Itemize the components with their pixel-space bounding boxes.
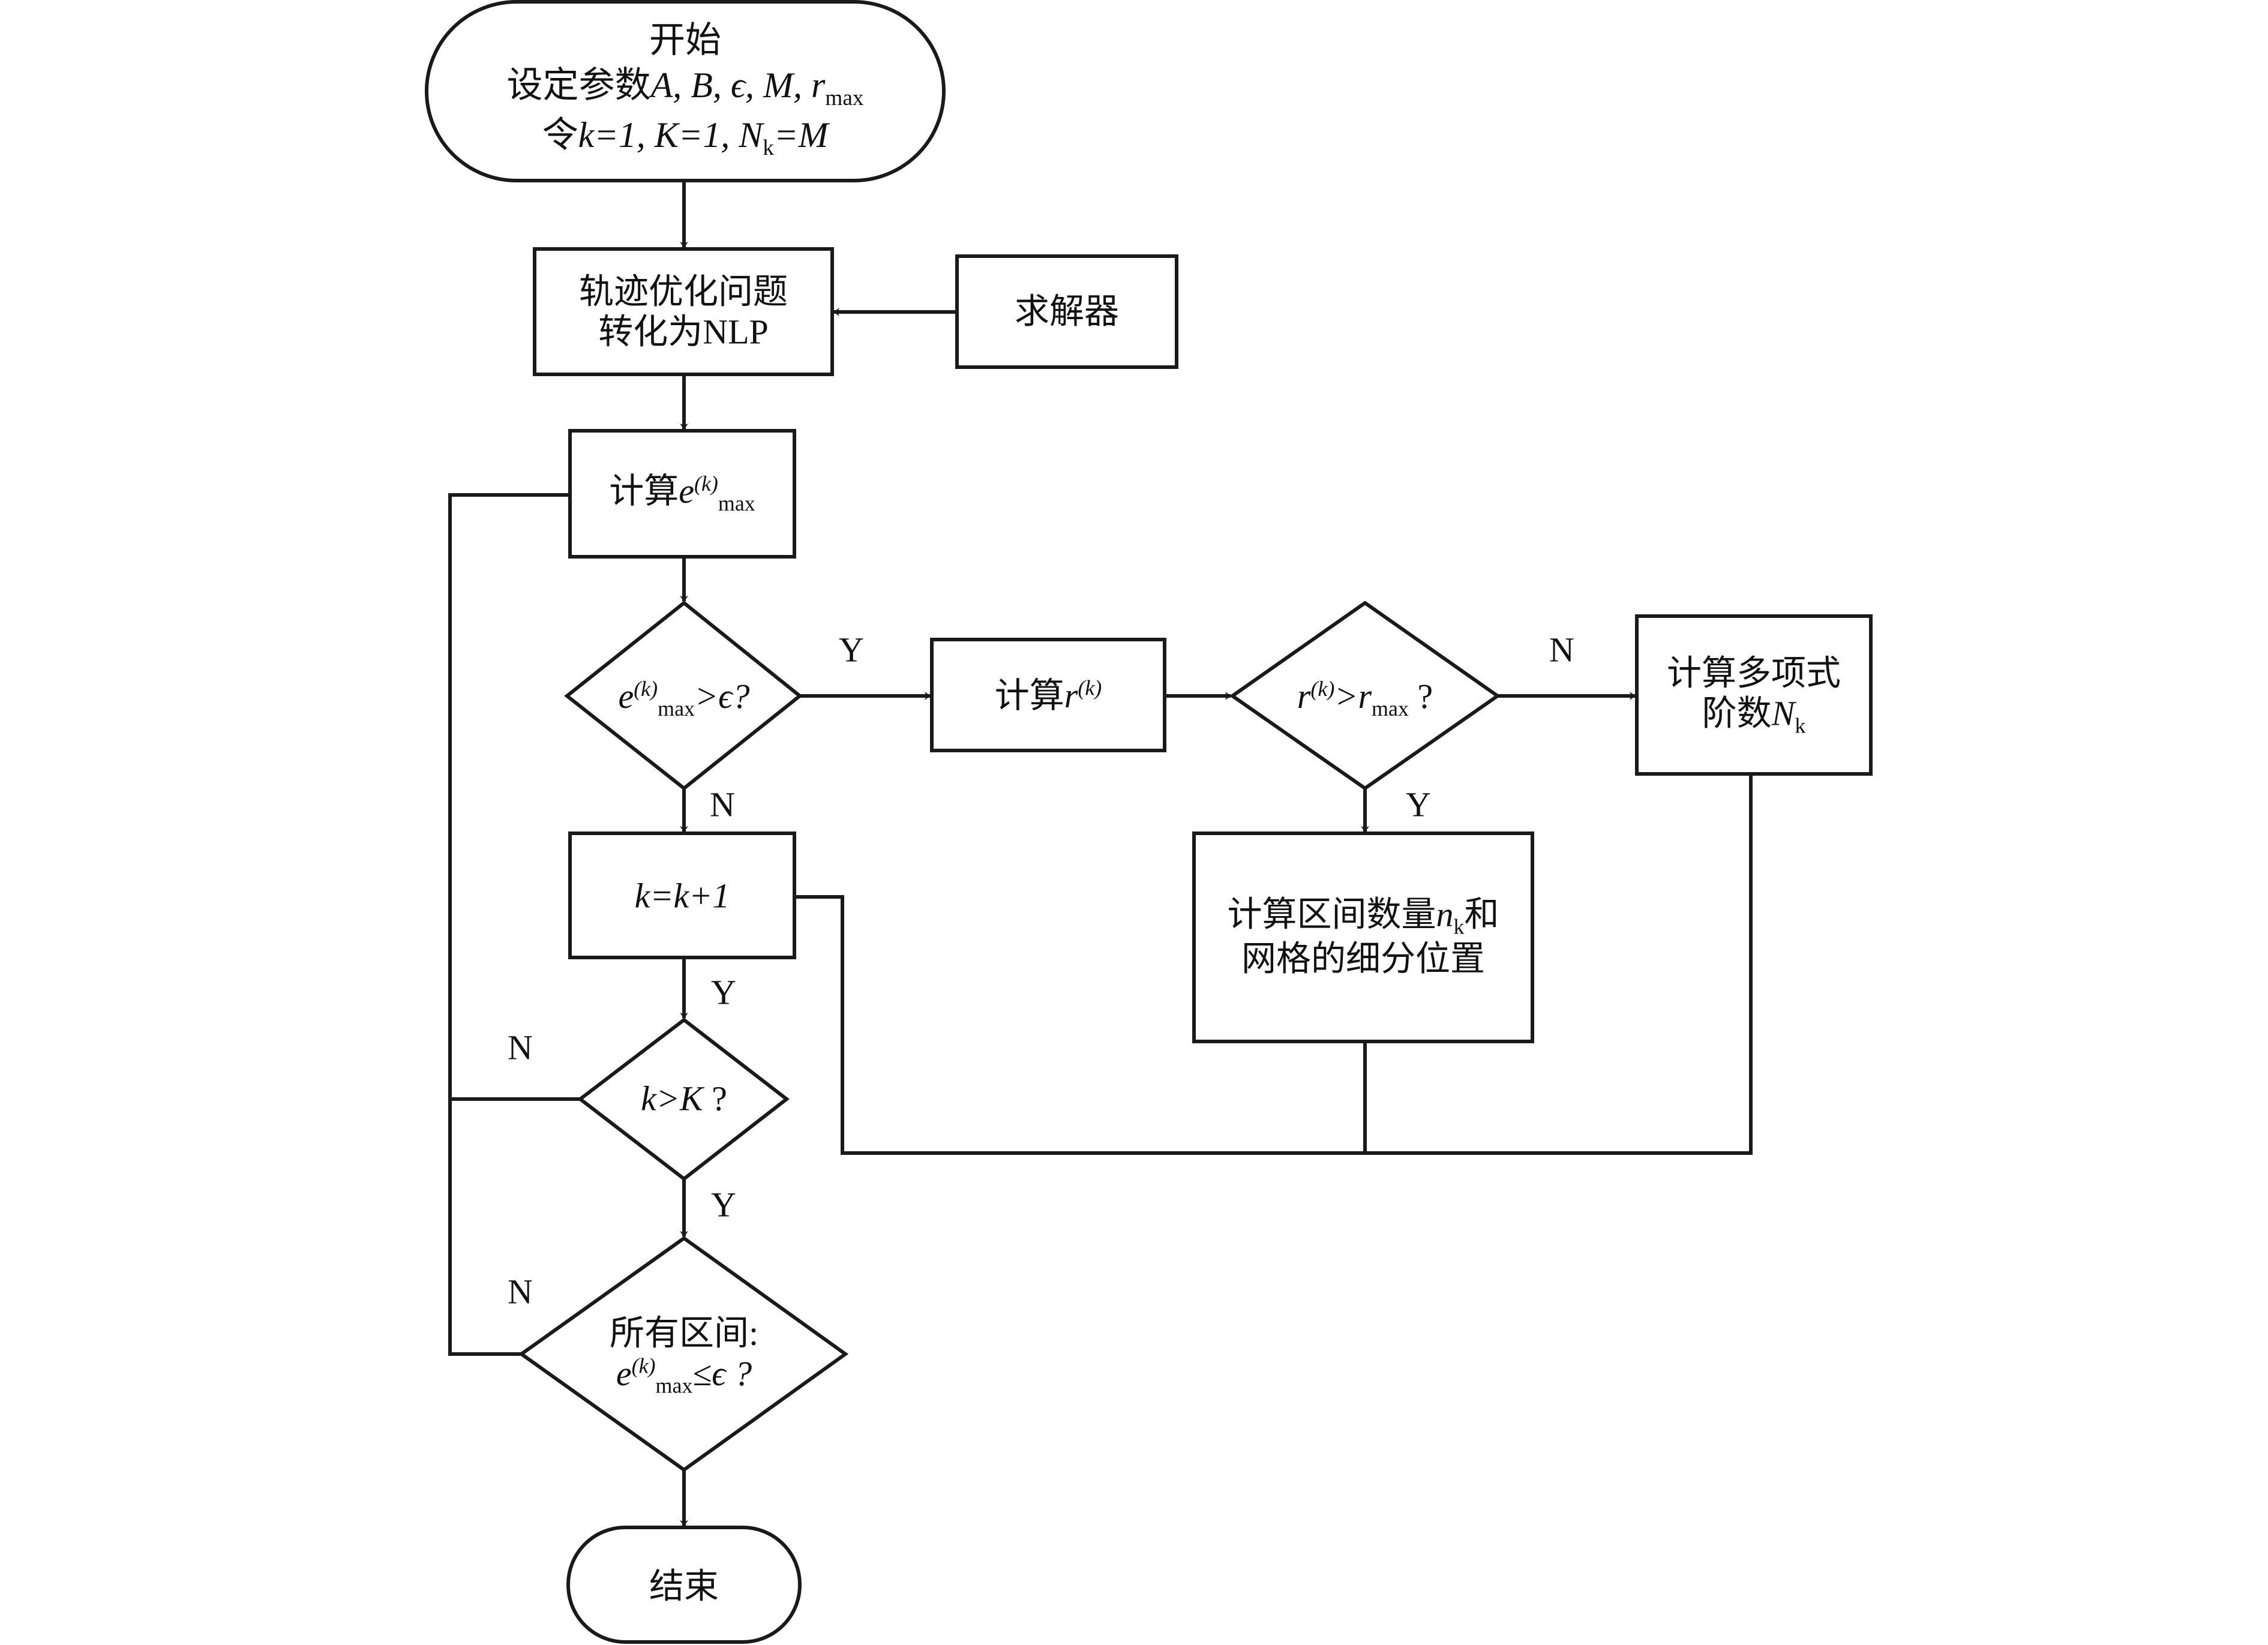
check-r-tail: ? [1408,677,1433,716]
subdivide-sub: k [1453,914,1465,939]
check-e-no-label: N [710,785,735,824]
nlp-line2: 转化为NLP [598,312,769,351]
check-r-label: r(k)>rmax ? [1297,677,1433,721]
check-all-tail: ≤ϵ ? [692,1353,752,1393]
check-r-sup: (k) [1310,676,1335,701]
check-k-tail: ? [703,1079,727,1118]
loop-right [794,774,1753,1155]
subdivide-box [1192,831,1534,1043]
subdivide-text: 计算区间数量 [1227,894,1436,934]
compute-e-box [568,429,796,559]
check-all-var: e [616,1353,632,1393]
check-e-sub: max [658,696,695,721]
subdivide-var: n [1436,894,1454,934]
init-tail: =M [773,115,829,155]
end-label: 结束 [649,1566,719,1606]
start-label: 开始 设定参数A, B, ϵ, M, rmax 令k=1, K=1, Nk=M [507,18,864,162]
compute-r-sup: (k) [1078,676,1102,700]
nlp-box [533,247,834,376]
check-r-var: r [1297,677,1311,716]
init-text: 令 [542,115,578,155]
check-e-label: e(k)max>ϵ? [618,677,749,721]
compute-e-label: 计算e(k)max [609,472,755,516]
subdivide-label: 计算区间数量nk和 网格的细分位置 [1227,895,1499,980]
subdivide-tail: 和 [1464,894,1499,934]
check-all-label: 所有区间: e(k)max≤ϵ ? [610,1314,758,1398]
poly-var: N [1771,694,1795,733]
poly-label: 计算多项式 阶数Nk [1667,654,1841,739]
solver-label: 求解器 [1014,292,1120,331]
compute-r-var: r [1064,676,1078,715]
subdivide-line1: 计算区间数量nk和 [1227,895,1499,939]
check-k-expr: k>K [641,1079,703,1118]
increment-yes-label: Y [711,972,736,1012]
check-k-yes-label: Y [711,1185,736,1224]
check-e-var: e [618,677,634,716]
compute-r-label: 计算r(k) [995,676,1102,716]
check-all-line2: e(k)max≤ϵ ? [610,1353,758,1398]
init-sub: k [763,135,774,160]
solver-box [955,254,1178,369]
check-e-tail: >ϵ? [695,677,750,716]
poly-text: 阶数 [1702,694,1772,733]
check-all-no-label: N [508,1272,533,1311]
poly-line2: 阶数Nk [1667,694,1841,738]
start-params: 设定参数A, B, ϵ, M, rmax [507,63,864,113]
check-k-no-label: N [508,1028,533,1067]
check-r-sub: max [1372,696,1409,721]
poly-sub: k [1795,713,1806,737]
compute-e-sup: (k) [694,471,718,496]
poly-line1: 计算多项式 [1666,653,1841,693]
params-vars: A, B, ϵ, M, r [650,65,826,105]
check-all-line1: 所有区间: [609,1313,759,1353]
loop-left [448,493,570,1356]
nlp-line1: 轨迹优化问题 [578,272,788,311]
subdivide-line2: 网格的细分位置 [1241,939,1486,978]
end-terminal [566,1526,802,1644]
compute-r-text: 计算 [994,676,1064,715]
params-text: 设定参数 [506,65,651,105]
compute-e-text: 计算 [609,472,679,511]
check-e-yes-label: Y [839,630,864,670]
nlp-label: 轨迹优化问题 转化为NLP [579,272,788,352]
init-expr: k=1, K=1, N [578,115,763,155]
poly-box [1635,614,1873,776]
start-title: 开始 [649,20,721,60]
check-all-sub: max [655,1373,693,1398]
params-sub: max [825,86,864,110]
start-init: 令k=1, K=1, Nk=M [507,113,864,163]
compute-e-var: e [679,472,694,511]
check-r-no-label: N [1549,630,1574,670]
compute-e-sub: max [718,491,755,515]
check-k-label: k>K ? [641,1079,727,1119]
check-e-sup: (k) [634,676,658,701]
increment-expr: k=k+1 [634,876,730,915]
check-r-mid: >r [1334,677,1372,716]
check-all-sup: (k) [631,1353,656,1378]
check-r-yes-label: Y [1406,785,1431,824]
increment-label: k=k+1 [635,876,730,917]
